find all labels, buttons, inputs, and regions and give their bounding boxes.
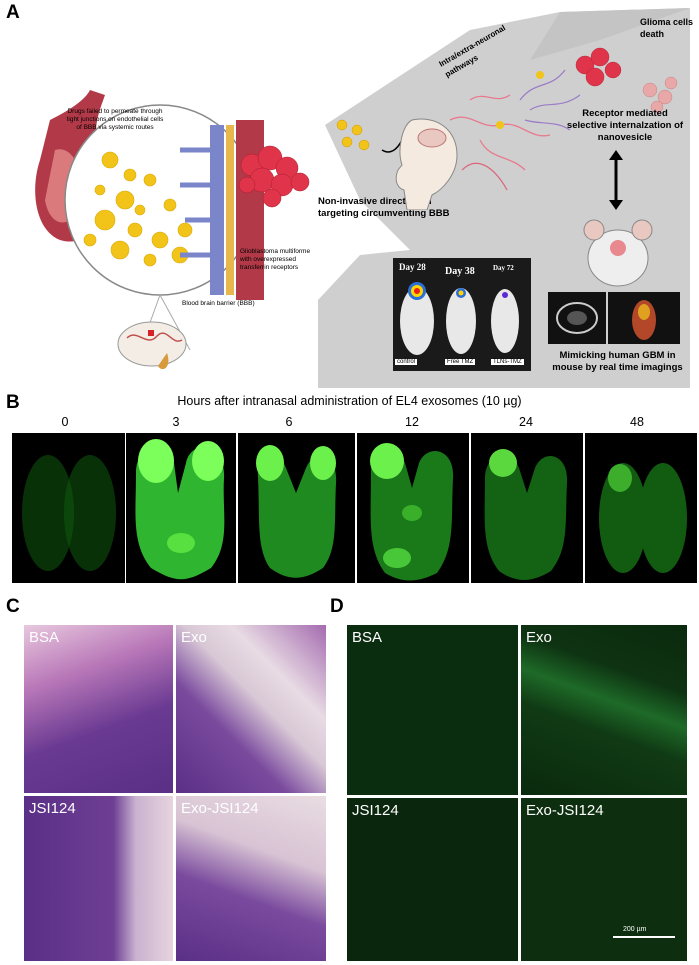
panel-a: A [0,0,699,390]
glioma-cells [575,47,678,114]
hour-label-12: 12 [405,415,419,429]
mouse-illustration [583,219,653,287]
day-label-38: Day 38 [445,266,475,277]
double-arrow-icon [609,150,623,210]
hour-label-6: 6 [285,415,293,429]
if-label-exo-jsi124: Exo-JSI124 [526,802,604,819]
he-label-exo-jsi124: Exo-JSI124 [181,800,259,817]
brain-image-6h [238,433,355,583]
if-tile-jsi124: JSI124 [347,798,518,961]
scale-bar [613,936,675,938]
he-tile-bsa: BSA [24,625,173,793]
panel-label-c: C [6,596,20,617]
mimic-label: Mimicking human GBM in mouse by real tim… [552,350,683,373]
he-label-exo: Exo [181,629,207,646]
hour-label-3: 3 [172,415,180,429]
panel-label-d: D [330,596,344,617]
day-label-28: Day 28 [399,262,426,272]
mri-scan [548,292,606,344]
glioblastoma-cluster [238,145,310,208]
if-tile-exo-jsi124: Exo-JSI124 200 µm [521,798,687,961]
mice-images [400,282,519,355]
brain-image-12h [357,433,469,583]
noninvasive-note: Non-invasive direct brain targeting circ… [318,196,450,219]
if-label-exo: Exo [526,629,552,646]
hour-label-24: 24 [519,415,533,429]
if-label-jsi124: JSI124 [352,802,399,819]
hour-label-48: 48 [630,415,644,429]
he-label-jsi124: JSI124 [29,800,76,817]
he-tile-exo: Exo [176,625,326,793]
if-tile-bsa: BSA [347,625,518,795]
brain-image-0h [12,433,125,583]
gbm-note: Glioblastoma multiforme with overexpress… [240,248,311,271]
hour-label-0: 0 [61,415,69,429]
bbb-label: Blood brain barrier (BBB) [182,300,255,307]
panel-label-b: B [6,392,20,413]
drug-note: Drugs failed to permeate through tight j… [66,108,164,131]
glioma-label: Glioma cells death [640,17,694,39]
he-tile-jsi124: JSI124 [24,796,173,961]
bbb-illustration [35,90,264,351]
day-label-72: Day 72 [493,264,514,272]
panel-b-title: Hours after intranasal administration of… [177,394,522,408]
if-label-bsa: BSA [352,629,383,646]
group-label-control: control [395,359,418,365]
bioluminescence-photo: Day 28 Day 38 Day 72 control Free TMZ TL… [393,258,531,371]
if-tile-exo: Exo [521,625,687,795]
brain-image-24h [471,433,583,583]
brain-image-3h [126,433,236,583]
he-tile-exo-jsi124: Exo-JSI124 [176,796,326,961]
neuron-illustration [449,69,581,171]
group-label-tlns-tmz: TLNs-TMZ [491,359,524,365]
panel-label-a: A [6,2,20,23]
head-profile [336,118,508,210]
receptor-label: Receptor mediated selective internalzati… [566,108,684,143]
he-label-bsa: BSA [29,629,60,646]
scale-bar-label: 200 µm [623,926,647,933]
brain-icon [117,321,187,370]
ct-render [608,292,680,344]
brain-image-48h [585,433,697,583]
group-label-free-tmz: Free TMZ [445,359,476,365]
